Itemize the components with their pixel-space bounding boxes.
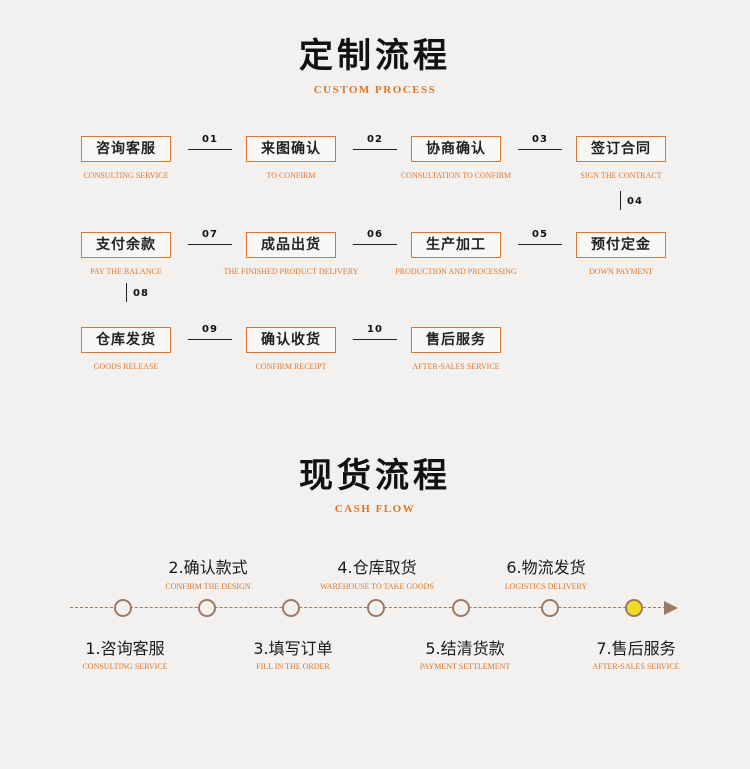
cash-flow-title: 现货流程 <box>299 456 451 496</box>
step-number: 01 <box>202 134 218 145</box>
timeline-node <box>452 599 470 617</box>
step-number: 10 <box>367 324 383 335</box>
step-label-production-and-processing: PRODUCTION AND PROCESSING <box>395 267 517 276</box>
step-number: 04 <box>627 196 643 207</box>
step-box-finished-product-delivery: 成品出货 <box>246 232 336 258</box>
step-box-to-confirm: 来图确认 <box>246 136 336 162</box>
cash-step-consulting: 1.咨询客服 <box>85 639 165 658</box>
step-box-after-sales-service: 售后服务 <box>411 327 501 353</box>
step-label-confirm-receipt: CONFIRM RECEIPT <box>255 362 327 371</box>
step-number: 05 <box>532 229 548 240</box>
custom-process-subtitle: CUSTOM PROCESS <box>313 84 437 96</box>
step-label-goods-release: GOODS RELEASE <box>93 362 159 371</box>
connector-line <box>188 339 232 340</box>
step-label-after-sales-service: AFTER-SALES SERVICE <box>412 362 500 371</box>
cash-step-logistics: 6.物流发货 <box>506 558 586 577</box>
step-label-consulting-service: CONSULTING SERVICE <box>83 171 169 180</box>
timeline-node <box>114 599 132 617</box>
step-box-pay-the-balance: 支付余款 <box>81 232 171 258</box>
step-label-pay-the-balance: PAY THE BALANCE <box>90 267 162 276</box>
timeline-node <box>367 599 385 617</box>
cash-step-label-payment: PAYMENT SETTLEMENT <box>419 662 511 671</box>
step-number: 03 <box>532 134 548 145</box>
step-number: 09 <box>202 324 218 335</box>
step-label-finished-product-delivery: THE FINISHED PRODUCT DELIVERY <box>223 267 359 276</box>
step-number: 02 <box>367 134 383 145</box>
timeline-node <box>198 599 216 617</box>
connector-line <box>353 149 397 150</box>
cash-step-label-warehouse: WAREHOUSE TO TAKE GOODS <box>320 582 434 591</box>
step-box-down-payment: 预付定金 <box>576 232 666 258</box>
connector-line <box>353 339 397 340</box>
step-number: 08 <box>133 288 149 299</box>
step-box-consultation-to-confirm: 协商确认 <box>411 136 501 162</box>
cash-flow-subtitle: CASH FLOW <box>334 503 416 515</box>
step-box-production-and-processing: 生产加工 <box>411 232 501 258</box>
step-label-sign-the-contract: SIGN THE CONTRACT <box>580 171 662 180</box>
cash-step-label-consulting: CONSULTING SERVICE <box>82 662 168 671</box>
step-box-consulting-service: 咨询客服 <box>81 136 171 162</box>
cash-step-label-confirm-design: CONFIRM THE DESIGN <box>165 582 251 591</box>
step-number: 06 <box>367 229 383 240</box>
step-box-goods-release: 仓库发货 <box>81 327 171 353</box>
connector-line-vertical <box>126 283 127 302</box>
step-label-down-payment: DOWN PAYMENT <box>588 267 654 276</box>
timeline-node <box>282 599 300 617</box>
step-number: 07 <box>202 229 218 240</box>
cash-step-fill-order: 3.填写订单 <box>253 639 333 658</box>
custom-process-title: 定制流程 <box>299 36 451 76</box>
step-box-sign-the-contract: 签订合同 <box>576 136 666 162</box>
connector-line-vertical <box>620 191 621 210</box>
cash-step-label-fill-order: FILL IN THE ORDER <box>256 662 330 671</box>
connector-line <box>518 244 562 245</box>
connector-line <box>188 149 232 150</box>
connector-line <box>518 149 562 150</box>
cash-step-after-sales: 7.售后服务 <box>596 639 676 658</box>
connector-line <box>353 244 397 245</box>
step-box-confirm-receipt: 确认收货 <box>246 327 336 353</box>
step-label-consultation-to-confirm: CONSULTATION TO CONFIRM <box>400 171 512 180</box>
connector-line <box>188 244 232 245</box>
arrow-right-icon <box>664 601 678 615</box>
cash-step-label-logistics: LOGISTICS DELIVERY <box>504 582 588 591</box>
cash-step-confirm-design: 2.确认款式 <box>168 558 248 577</box>
step-label-to-confirm: TO CONFIRM <box>266 171 316 180</box>
cash-step-label-after-sales: AFTER-SALES SERVICE <box>592 662 680 671</box>
timeline-node-active <box>625 599 643 617</box>
timeline-node <box>541 599 559 617</box>
cash-step-warehouse: 4.仓库取货 <box>337 558 417 577</box>
cash-step-payment: 5.结清货款 <box>425 639 505 658</box>
